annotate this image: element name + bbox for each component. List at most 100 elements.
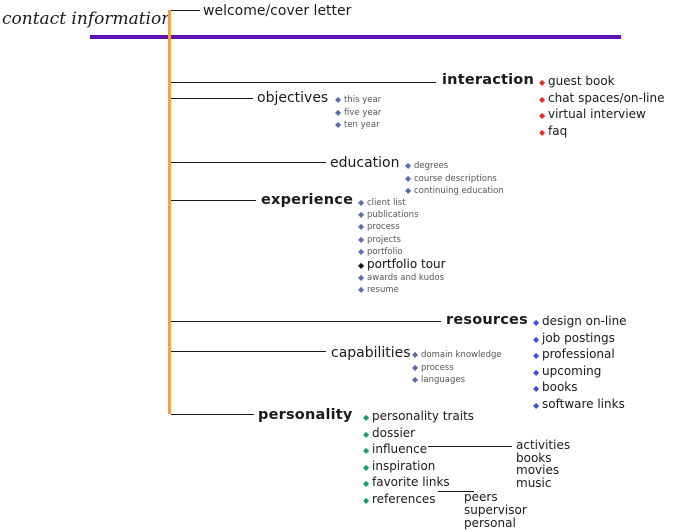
bullet-icon: ◆ [335, 120, 342, 129]
personality-list: ◆personality traits ◆dossier ◆influence … [363, 409, 474, 509]
objectives-list: ◆this year ◆five year ◆ten year [335, 94, 381, 132]
bullet-icon: ◆ [539, 78, 546, 87]
list-item[interactable]: ◆books [533, 380, 627, 397]
bullet-icon: ◆ [335, 95, 342, 104]
list-item[interactable]: ◆awards and kudos [358, 273, 445, 284]
connector-influence [428, 446, 512, 447]
list-item[interactable]: ◆projects [358, 234, 401, 245]
bullet-icon: ◆ [363, 429, 370, 439]
bullet-icon: ◆ [358, 222, 365, 232]
list-item[interactable]: ◆continuing education [405, 186, 504, 196]
connector-references [438, 491, 474, 492]
list-item[interactable]: ◆domain knowledge [412, 350, 502, 360]
bullet-icon: ◆ [363, 446, 370, 456]
bullet-icon: ◆ [405, 173, 412, 183]
list-item[interactable]: ◆software links [533, 397, 627, 414]
bullet-icon: ◆ [539, 127, 546, 137]
list-item[interactable]: personal [464, 516, 516, 530]
list-item[interactable]: ◆publications [358, 210, 419, 221]
welcome-link[interactable]: welcome/cover letter [203, 3, 352, 19]
bullet-icon: ◆ [358, 261, 365, 271]
connector-experience [171, 200, 256, 201]
list-item[interactable]: peers [464, 490, 498, 504]
list-item[interactable]: ◆guest book [539, 74, 665, 91]
bullet-icon: ◆ [533, 318, 540, 327]
bullet-icon: ◆ [405, 161, 412, 170]
list-item[interactable]: ◆languages [412, 375, 466, 385]
influence-list: activities books movies music [516, 439, 570, 489]
bullet-icon: ◆ [363, 479, 370, 489]
capabilities-heading[interactable]: capabilities [331, 345, 411, 361]
list-item[interactable]: movies [516, 463, 560, 477]
connector-objectives [171, 98, 253, 99]
bullet-icon: ◆ [412, 350, 419, 359]
list-item[interactable]: ◆personality traits [363, 409, 474, 426]
connector-capabilities [171, 351, 326, 352]
list-item[interactable]: ◆influence [363, 442, 474, 459]
list-item[interactable]: ◆dossier [363, 426, 474, 443]
bullet-icon: ◆ [335, 107, 342, 117]
list-item-portfolio-tour[interactable]: ◆portfolio tour [358, 257, 446, 272]
list-item[interactable]: ◆degrees [405, 161, 449, 171]
list-item[interactable]: ◆resume [358, 285, 399, 296]
list-item[interactable]: ◆course descriptions [405, 173, 497, 184]
resources-list: ◆design on-line ◆job postings ◆professio… [533, 314, 627, 414]
list-item[interactable]: ◆five year [335, 107, 382, 118]
objectives-heading[interactable]: objectives [257, 90, 329, 106]
list-item[interactable]: ◆this year [335, 95, 382, 105]
list-item[interactable]: ◆faq [539, 124, 665, 141]
references-list: peers supervisor personal [464, 491, 527, 530]
personality-heading[interactable]: personality [258, 407, 353, 423]
welcome-connector [170, 10, 200, 11]
list-item[interactable]: ◆client list [358, 198, 406, 208]
bullet-icon: ◆ [358, 246, 365, 256]
list-item[interactable]: ◆virtual interview [539, 107, 665, 124]
experience-list: ◆client list ◆publications ◆process ◆pro… [358, 197, 446, 296]
resources-heading[interactable]: resources [446, 312, 528, 328]
list-item[interactable]: ◆design on-line [533, 314, 627, 331]
bullet-icon: ◆ [405, 186, 412, 195]
list-item[interactable]: ◆process [412, 362, 454, 373]
list-item[interactable]: ◆favorite links [363, 475, 474, 492]
timeline-bar [168, 10, 171, 414]
header-divider [90, 35, 621, 39]
list-item[interactable]: ◆professional [533, 347, 627, 364]
bullet-icon: ◆ [363, 462, 370, 472]
education-heading[interactable]: education [330, 155, 400, 171]
connector-education [171, 162, 326, 163]
list-item[interactable]: ◆ten year [335, 120, 380, 130]
list-item[interactable]: ◆inspiration [363, 459, 474, 476]
page-title: contact information [2, 9, 173, 29]
bullet-icon: ◆ [412, 362, 419, 372]
bullet-icon: ◆ [533, 367, 540, 377]
list-item[interactable]: ◆references [363, 492, 474, 509]
list-item[interactable]: ◆upcoming [533, 364, 627, 381]
bullet-icon: ◆ [533, 351, 540, 361]
list-item[interactable]: ◆process [358, 222, 400, 233]
connector-resources [171, 321, 441, 322]
interaction-list: ◆guest book ◆chat spaces/on-line ◆virtua… [539, 74, 665, 140]
list-item[interactable]: supervisor [464, 503, 527, 517]
bullet-icon: ◆ [358, 210, 365, 220]
experience-heading[interactable]: experience [261, 192, 354, 208]
bullet-icon: ◆ [363, 495, 370, 505]
bullet-icon: ◆ [358, 198, 365, 207]
bullet-icon: ◆ [539, 94, 546, 104]
list-item[interactable]: activities [516, 438, 571, 452]
interaction-heading[interactable]: interaction [442, 72, 534, 88]
capabilities-list: ◆domain knowledge ◆process ◆languages [412, 349, 502, 387]
list-item[interactable]: books [516, 450, 552, 465]
list-item[interactable]: ◆portfolio [358, 246, 403, 257]
list-item[interactable]: ◆job postings [533, 331, 627, 348]
bullet-icon: ◆ [363, 413, 370, 422]
connector-interaction [171, 82, 436, 83]
bullet-icon: ◆ [358, 234, 365, 244]
education-list: ◆degrees ◆course descriptions ◆continuin… [405, 160, 504, 198]
bullet-icon: ◆ [533, 384, 540, 394]
bullet-icon: ◆ [533, 400, 540, 410]
list-item[interactable]: music [516, 475, 552, 490]
bullet-icon: ◆ [358, 273, 365, 283]
connector-personality [171, 414, 254, 415]
list-item[interactable]: ◆chat spaces/on-line [539, 91, 665, 108]
bullet-icon: ◆ [412, 375, 419, 384]
